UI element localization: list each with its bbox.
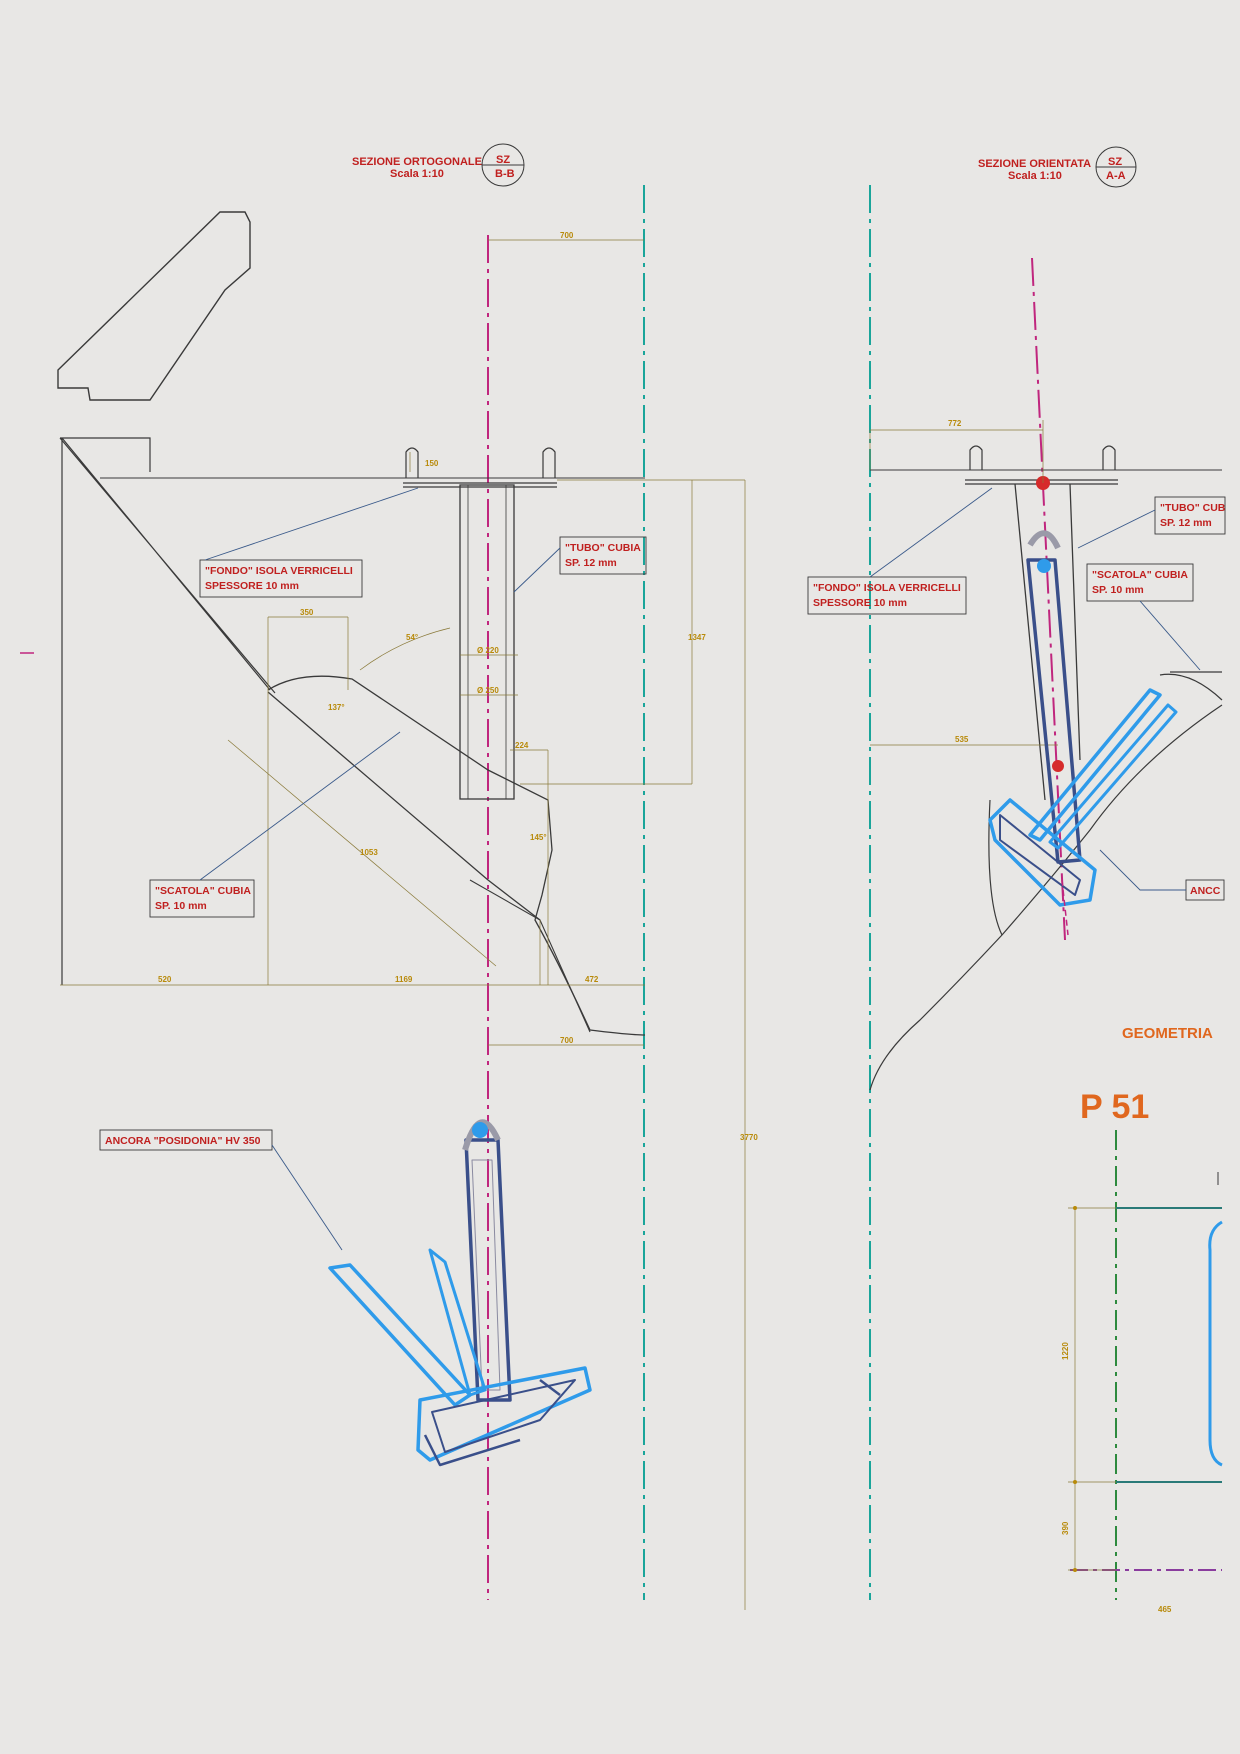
hawse-tube-aa: [1014, 483, 1081, 801]
section-bb-scale: Scala 1:10: [390, 168, 444, 180]
dim-535-aa: 535: [955, 735, 969, 744]
dim-150-bb: 150: [425, 459, 439, 468]
svg-text:"FONDO" ISOLA VERRICELLI: "FONDO" ISOLA VERRICELLI: [813, 582, 961, 594]
label-ancora-bb: ANCORA "POSIDONIA" HV 350: [99, 1129, 343, 1251]
section-aa: SEZIONE ORIENTATA Scala 1:10 SZ A-A 772 …: [807, 146, 1226, 1600]
svg-text:SPESSORE 10 mm: SPESSORE 10 mm: [813, 597, 907, 609]
geometry-code: P 51: [1080, 1088, 1149, 1126]
dim-bottom-700-bb: 700: [560, 1036, 574, 1045]
dim-angle-137-bb: 137°: [328, 703, 345, 712]
label-tubo-aa: "TUBO" CUB SP. 12 mm: [1077, 496, 1226, 549]
dim-472-bb: 472: [585, 975, 599, 984]
section-aa-title: SEZIONE ORIENTATA: [978, 158, 1091, 170]
dimension-lines-bb: [60, 239, 746, 1610]
section-bb-tag-top: SZ: [496, 154, 510, 166]
svg-text:ANCC: ANCC: [1190, 885, 1221, 897]
svg-text:SPESSORE 10 mm: SPESSORE 10 mm: [205, 580, 299, 592]
anchor-posidonia-bb: [328, 1119, 592, 1467]
svg-text:SP. 12 mm: SP. 12 mm: [565, 557, 617, 569]
svg-text:"SCATOLA" CUBIA: "SCATOLA" CUBIA: [155, 885, 251, 897]
section-bb-title-block: SEZIONE ORTOGONALE Scala 1:10 SZ B-B: [352, 143, 525, 187]
bow-rail-profile: [57, 211, 251, 401]
geometry-node-1: [1073, 1206, 1077, 1210]
section-aa-tag-bottom: A-A: [1106, 170, 1126, 182]
geometry-panel: GEOMETRIA P 51 1220 390 465: [1061, 1025, 1223, 1614]
svg-text:ANCORA "POSIDONIA" HV 350: ANCORA "POSIDONIA" HV 350: [105, 1135, 261, 1147]
cleat-right-aa: [1102, 445, 1116, 470]
geometry-dim-390: 390: [1061, 1521, 1070, 1535]
dim-angle-54-bb: 54°: [406, 633, 418, 642]
dim-angle-145-bb: 145°: [530, 833, 547, 842]
label-fondo-aa: "FONDO" ISOLA VERRICELLI SPESSORE 10 mm: [807, 487, 993, 615]
dim-top-700-bb: 700: [560, 231, 574, 240]
geometry-dimension-lines: [1068, 1207, 1116, 1571]
cleat-left-bb: [405, 447, 419, 478]
label-tubo-bb: "TUBO" CUBIA SP. 12 mm: [513, 536, 647, 593]
dim-1053-bb: 1053: [360, 848, 378, 857]
dim-dia-220-bb: Ø 220: [477, 646, 499, 655]
svg-text:SP. 10 mm: SP. 10 mm: [1092, 584, 1144, 596]
hull-outline-aa: [869, 671, 1223, 1091]
dim-dia-250-bb: Ø 250: [477, 686, 499, 695]
cleat-right-bb: [542, 447, 556, 478]
dim-1347-bb: 1347: [688, 633, 706, 642]
svg-text:"TUBO" CUB: "TUBO" CUB: [1160, 502, 1226, 514]
dimension-lines-aa: [869, 420, 1058, 746]
dim-520-bb: 520: [158, 975, 172, 984]
svg-text:"TUBO" CUBIA: "TUBO" CUBIA: [565, 542, 641, 554]
section-bb-tag-bottom: B-B: [495, 168, 515, 180]
hawse-tube-bb: [459, 484, 515, 800]
geometry-heading: GEOMETRIA: [1122, 1025, 1213, 1042]
axis-magenta-right: [1031, 257, 1066, 941]
label-scatola-bb: "SCATOLA" CUBIA SP. 10 mm: [149, 731, 401, 918]
section-aa-tag-top: SZ: [1108, 156, 1122, 168]
section-bb: SEZIONE ORTOGONALE Scala 1:10 SZ B-B: [20, 143, 758, 1610]
dim-1169-bb: 1169: [395, 975, 413, 984]
svg-text:SP. 12 mm: SP. 12 mm: [1160, 517, 1212, 529]
section-bb-title: SEZIONE ORTOGONALE: [352, 156, 482, 168]
pivot-bottom-aa: [1052, 760, 1064, 772]
geometry-curve: [1208, 1220, 1223, 1467]
section-aa-title-block: SEZIONE ORIENTATA Scala 1:10 SZ A-A: [978, 146, 1137, 188]
hawse-box-bb: [267, 675, 646, 1036]
dim-3770-bb: 3770: [740, 1133, 758, 1142]
svg-text:"SCATOLA" CUBIA: "SCATOLA" CUBIA: [1092, 569, 1188, 581]
hull-outline-bb: [59, 437, 276, 985]
cleat-left-aa: [969, 445, 983, 470]
geometry-node-3: [1073, 1568, 1077, 1572]
label-ancora-aa: ANCC: [1099, 849, 1225, 901]
svg-text:"FONDO" ISOLA VERRICELLI: "FONDO" ISOLA VERRICELLI: [205, 565, 353, 577]
dim-350-bb: 350: [300, 608, 314, 617]
label-scatola-aa: "SCATOLA" CUBIA SP. 10 mm: [1086, 563, 1201, 671]
geometry-node-2: [1073, 1480, 1077, 1484]
dim-772-aa: 772: [948, 419, 962, 428]
section-aa-scale: Scala 1:10: [1008, 170, 1062, 182]
label-fondo-bb: "FONDO" ISOLA VERRICELLI SPESSORE 10 mm: [199, 487, 419, 598]
geometry-dim-1220: 1220: [1061, 1342, 1070, 1360]
geometry-dim-465: 465: [1158, 1605, 1172, 1614]
dim-224-bb: 224: [515, 741, 529, 750]
geometry-outline: [1116, 1207, 1222, 1483]
anchor-posidonia-aa: [988, 530, 1178, 936]
svg-text:SP. 10 mm: SP. 10 mm: [155, 900, 207, 912]
